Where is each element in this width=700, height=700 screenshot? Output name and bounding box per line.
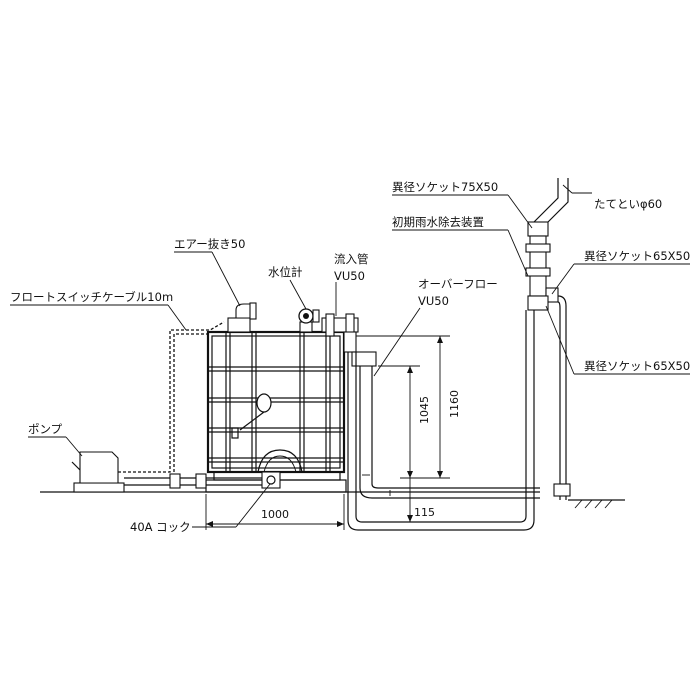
label-reducer-65x50-top: 異径ソケット65X50 [584,249,690,263]
label-inflow-pipe-size: VU50 [334,269,365,283]
label-float-switch-cable: フロートスイッチケーブル10m [10,290,173,304]
water-tank [206,330,346,474]
air-vent-fitting [227,302,257,333]
level-gauge [298,308,320,333]
label-level-gauge: 水位計 [268,265,303,279]
float-switch [231,393,272,439]
dim-width: 1000 [261,508,289,521]
ground-line [40,491,625,509]
dim-height-outer: 1160 [448,390,461,418]
suction-hose [124,471,281,489]
inflow-pipe-run [347,310,535,531]
pump [71,451,125,493]
leader-lines [10,184,690,528]
label-inflow-pipe: 流入管 [334,252,369,266]
overflow-pipe [351,351,540,499]
dimension-lines [205,335,450,530]
label-reducer-75x50: 異径ソケット75X50 [392,180,498,194]
label-air-vent: エアー抜き50 [174,237,245,251]
inflow-pipe-fitting [321,313,359,353]
label-overflow-size: VU50 [418,294,449,308]
first-flush-device [525,178,571,500]
label-pump: ポンプ [28,422,63,436]
float-switch-cable [118,321,225,473]
dim-height-inner: 1045 [418,396,431,424]
label-overflow: オーバーフロー [418,277,498,291]
label-cock: 40A コック [130,520,191,534]
label-downspout: たてといφ60 [594,197,662,211]
dim-bottom-offset: 115 [414,506,435,519]
label-first-flush-device: 初期雨水除去装置 [392,215,484,229]
label-reducer-65x50-bottom: 異径ソケット65X50 [584,359,690,373]
